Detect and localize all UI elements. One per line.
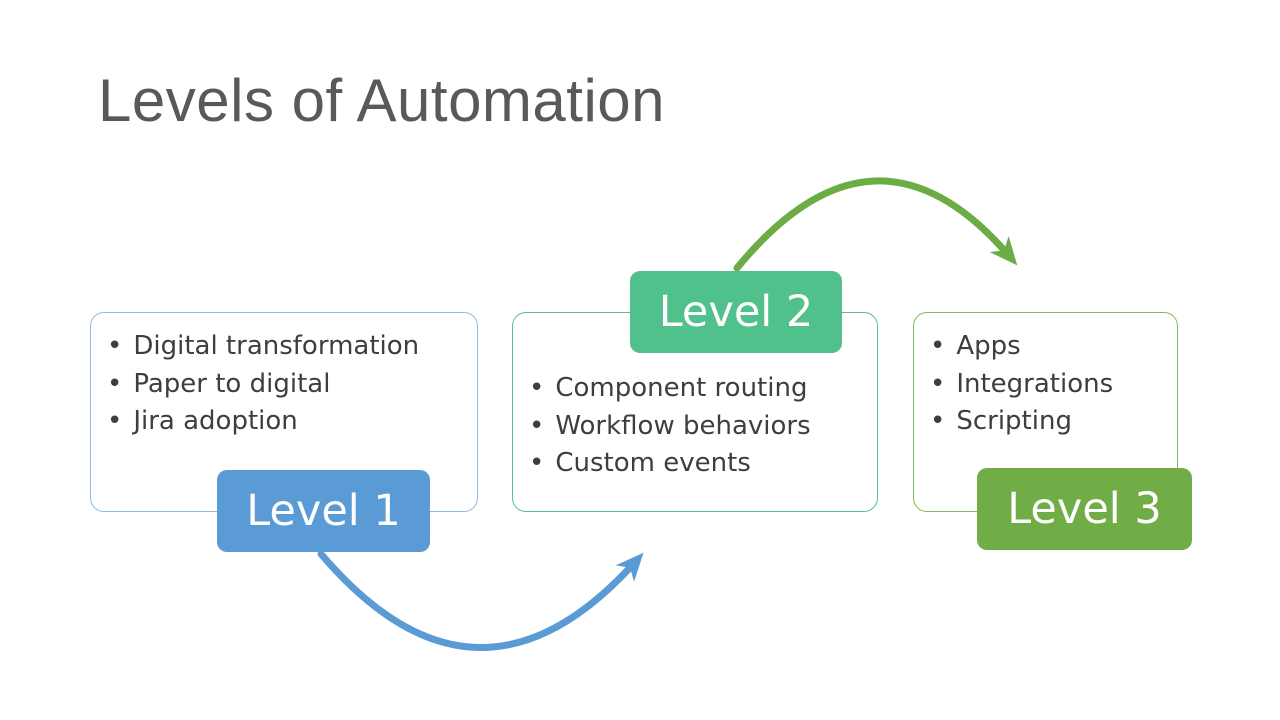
level1-badge: Level 1 bbox=[217, 470, 430, 552]
level3-badge-label: Level 3 bbox=[1007, 483, 1162, 534]
curved-arrow-level1-to-level2-icon bbox=[317, 550, 644, 651]
bullet-item: Integrations bbox=[930, 366, 1169, 404]
bullet-item: Digital transformation bbox=[107, 328, 469, 366]
level1-box: Digital transformation Paper to digital … bbox=[90, 312, 478, 512]
level2-badge: Level 2 bbox=[630, 271, 842, 353]
bullet-item: Jira adoption bbox=[107, 403, 469, 441]
level2-badge-label: Level 2 bbox=[658, 286, 814, 337]
level3-bullet-list: Apps Integrations Scripting bbox=[914, 313, 1177, 441]
bullet-item: Custom events bbox=[529, 445, 869, 483]
bullet-item: Workflow behaviors bbox=[529, 408, 869, 446]
curved-arrow-level2-to-level3-icon bbox=[733, 177, 1018, 272]
bullet-item: Scripting bbox=[930, 403, 1169, 441]
level1-bullet-list: Digital transformation Paper to digital … bbox=[91, 313, 477, 441]
bullet-item: Component routing bbox=[529, 370, 869, 408]
bullet-item: Paper to digital bbox=[107, 366, 469, 404]
level3-badge: Level 3 bbox=[977, 468, 1192, 550]
level1-badge-label: Level 1 bbox=[246, 485, 401, 536]
bullet-item: Apps bbox=[930, 328, 1169, 366]
slide-title: Levels of Automation bbox=[98, 67, 666, 134]
level2-bullet-list: Component routing Workflow behaviors Cus… bbox=[513, 313, 877, 483]
